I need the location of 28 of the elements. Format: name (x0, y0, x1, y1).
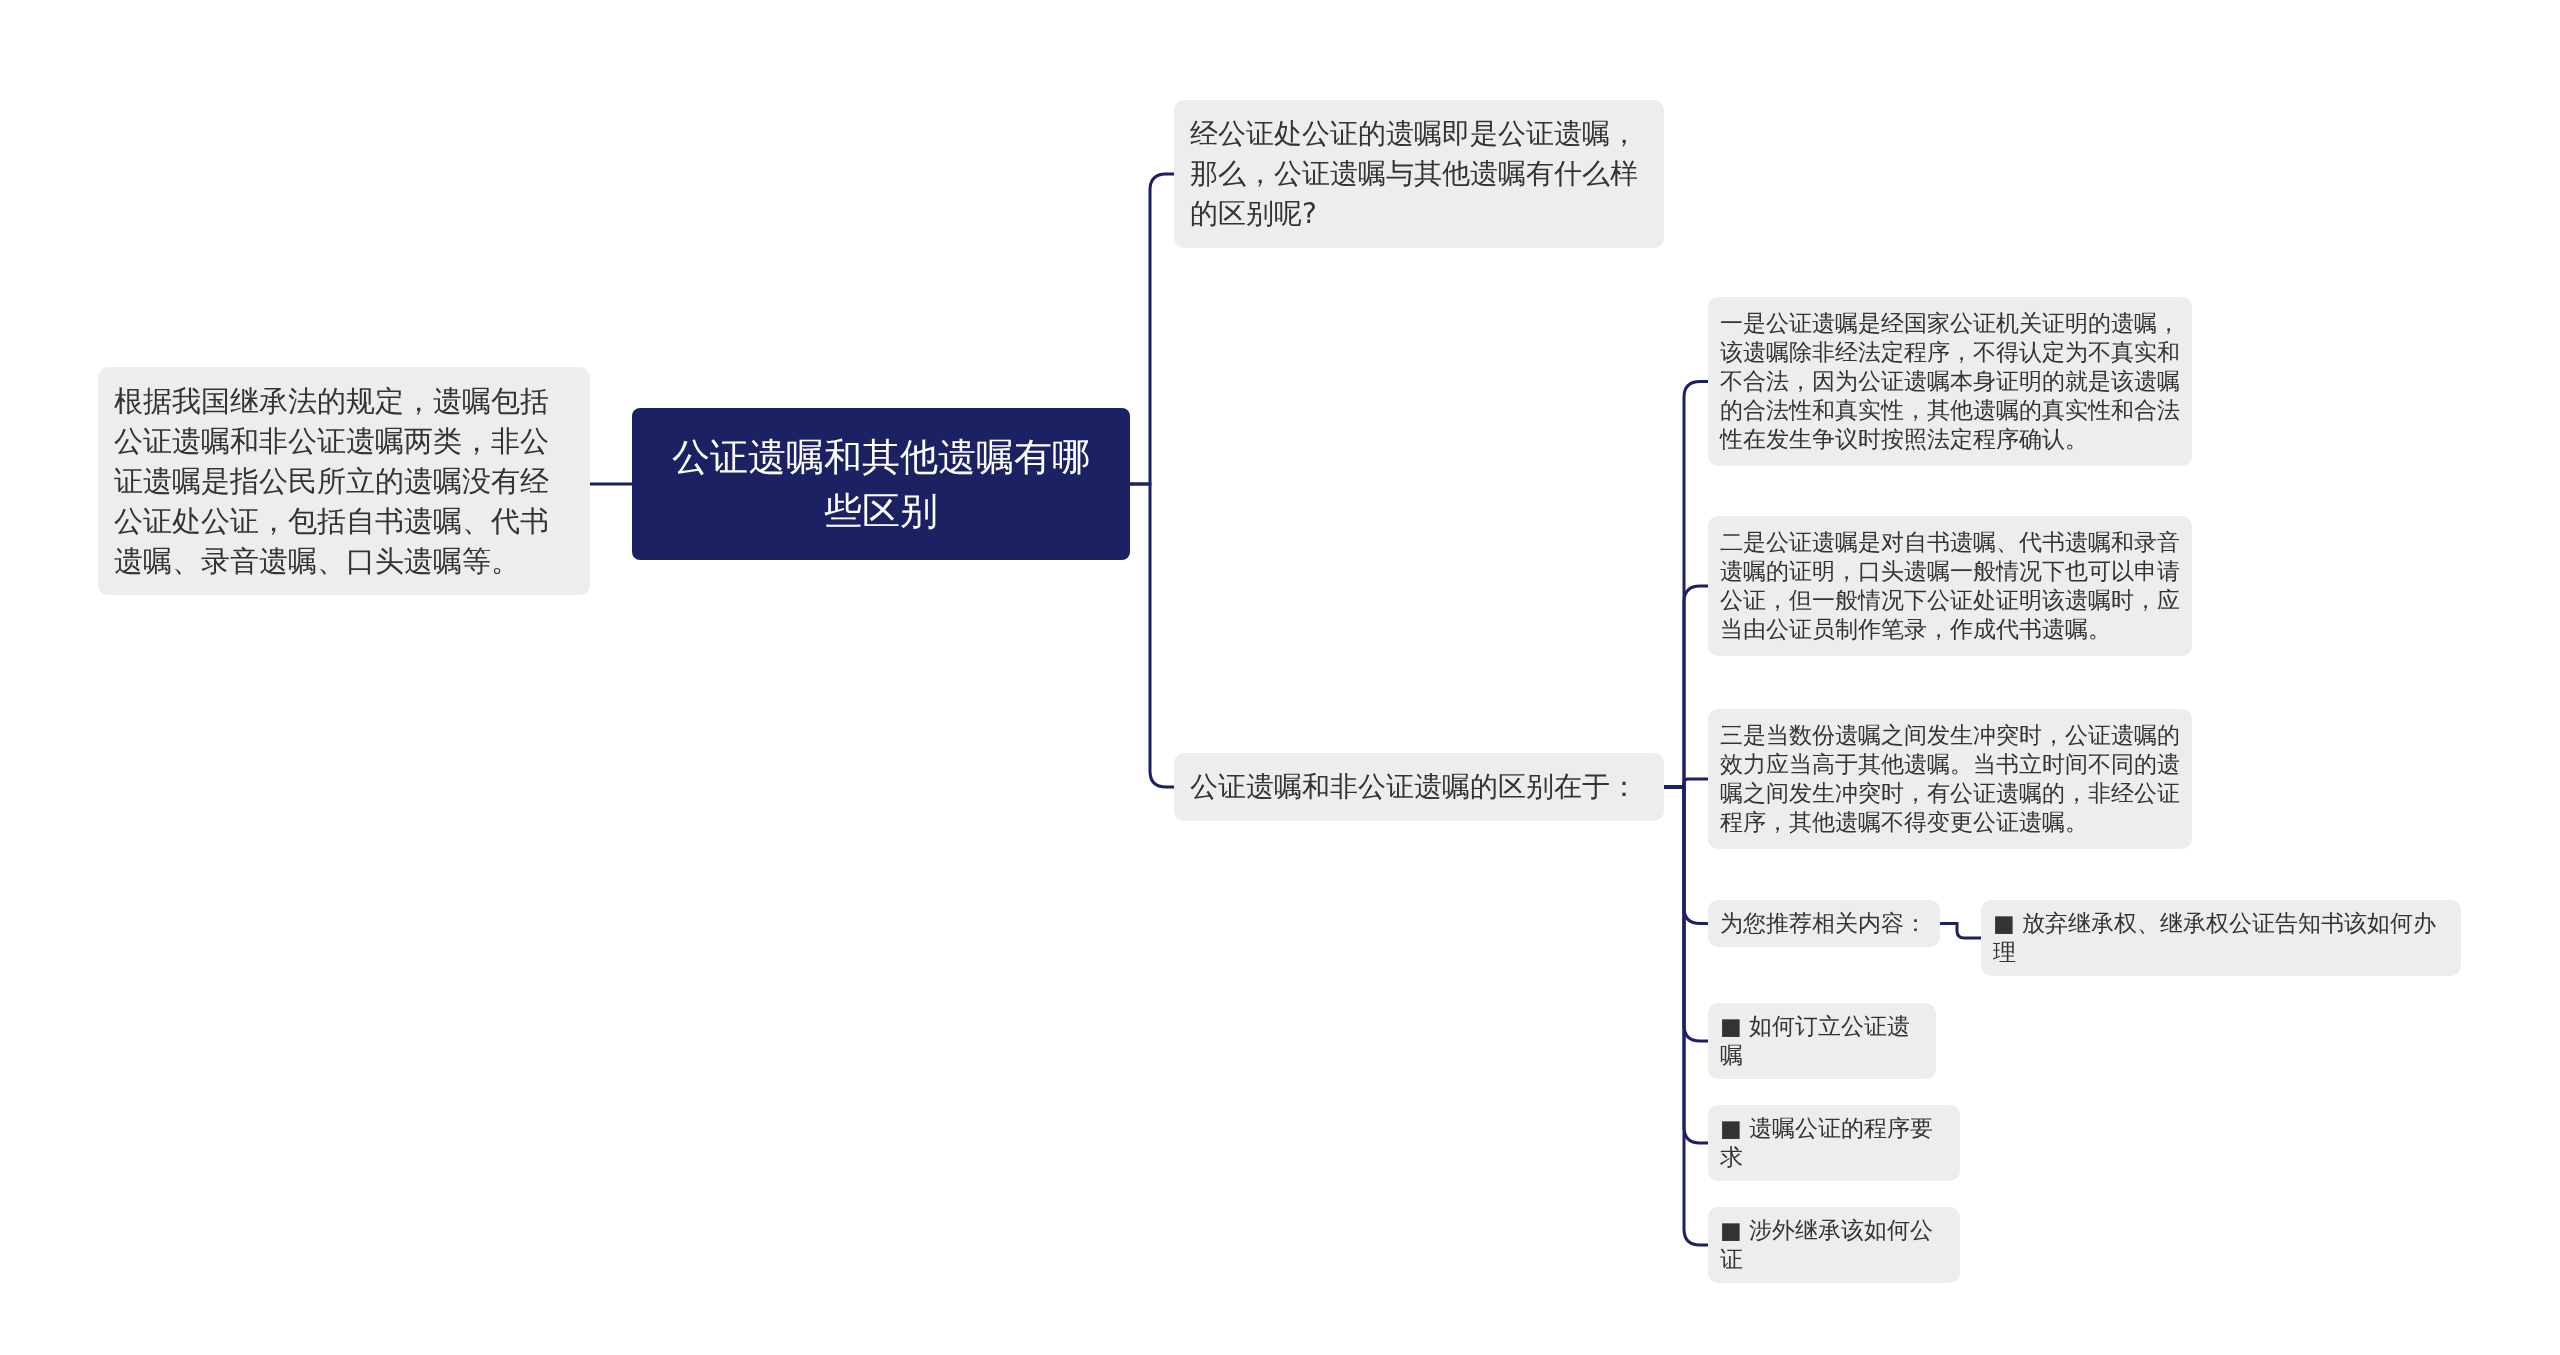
topic-text: 一是公证遗嘱是经国家公证机关证明的遗嘱，该遗嘱除非经法定程序，不得认定为不真实和不合法，因为公证遗嘱本身证明的就是该遗嘱的合法性和真实性，其他遗嘱的真实性和合法性在发生争议时按照法定程序确认。 (1720, 309, 2180, 454)
subtopic-box (1708, 297, 2192, 466)
topic-text: 公证遗嘱和其他遗嘱有哪些区别 (671, 434, 1091, 535)
topic-text: ■ 遗嘱公证的程序要求 (1720, 1114, 1935, 1172)
connector-line (1664, 785, 1708, 1247)
subtopic-box (1708, 900, 1940, 947)
subtopic-box (1981, 900, 2461, 976)
subtopic-box (1708, 1207, 1960, 1283)
topic-text: 三是当数份遗嘱之间发生冲突时，公证遗嘱的效力应当高于其他遗嘱。当书立时间不同的遗嘱之间发生冲突时，有公证遗嘱的，非经公证程序，其他遗嘱不得变更公证遗嘱。 (1720, 721, 2180, 837)
subtopic-box (1708, 1003, 1936, 1079)
connector-line (1940, 922, 1981, 940)
subtopic-box (1708, 516, 2192, 656)
topic-text: ■ 放弃继承权、继承权公证告知书该如何办理 (1993, 909, 2438, 967)
connector-line (1130, 482, 1174, 789)
topic-text: ■ 如何订立公证遗嘱 (1720, 1012, 1912, 1070)
topic-text: 经公证处公证的遗嘱即是公证遗嘱，那么，公证遗嘱与其他遗嘱有什么样的区别呢? (1190, 116, 1639, 232)
topic-text: 二是公证遗嘱是对自书遗嘱、代书遗嘱和录音遗嘱的证明，口头遗嘱一般情况下也可以申请公证，但一般情况下公证处证明该遗嘱时，应当由公证员制作笔录，作成代书遗嘱。 (1720, 528, 2180, 644)
central-topic-box (632, 408, 1130, 560)
topic-box (98, 367, 590, 595)
topic-box (1174, 100, 1664, 248)
topic-text: ■ 涉外继承该如何公证 (1720, 1216, 1935, 1274)
connector-line (590, 482, 632, 486)
topic-box (1174, 753, 1664, 821)
subtopic-box (1708, 709, 2192, 849)
topic-text: 根据我国继承法的规定，遗嘱包括公证遗嘱和非公证遗嘱两类，非公证遗嘱是指公民所立的遗嘱没有经公证处公证，包括自书遗嘱、代书遗嘱、录音遗嘱、口头遗嘱等。 (114, 383, 550, 580)
topic-text: 为您推荐相关内容： (1720, 909, 1928, 938)
topic-text: 公证遗嘱和非公证遗嘱的区别在于： (1190, 769, 1639, 805)
subtopic-box (1708, 1105, 1960, 1181)
